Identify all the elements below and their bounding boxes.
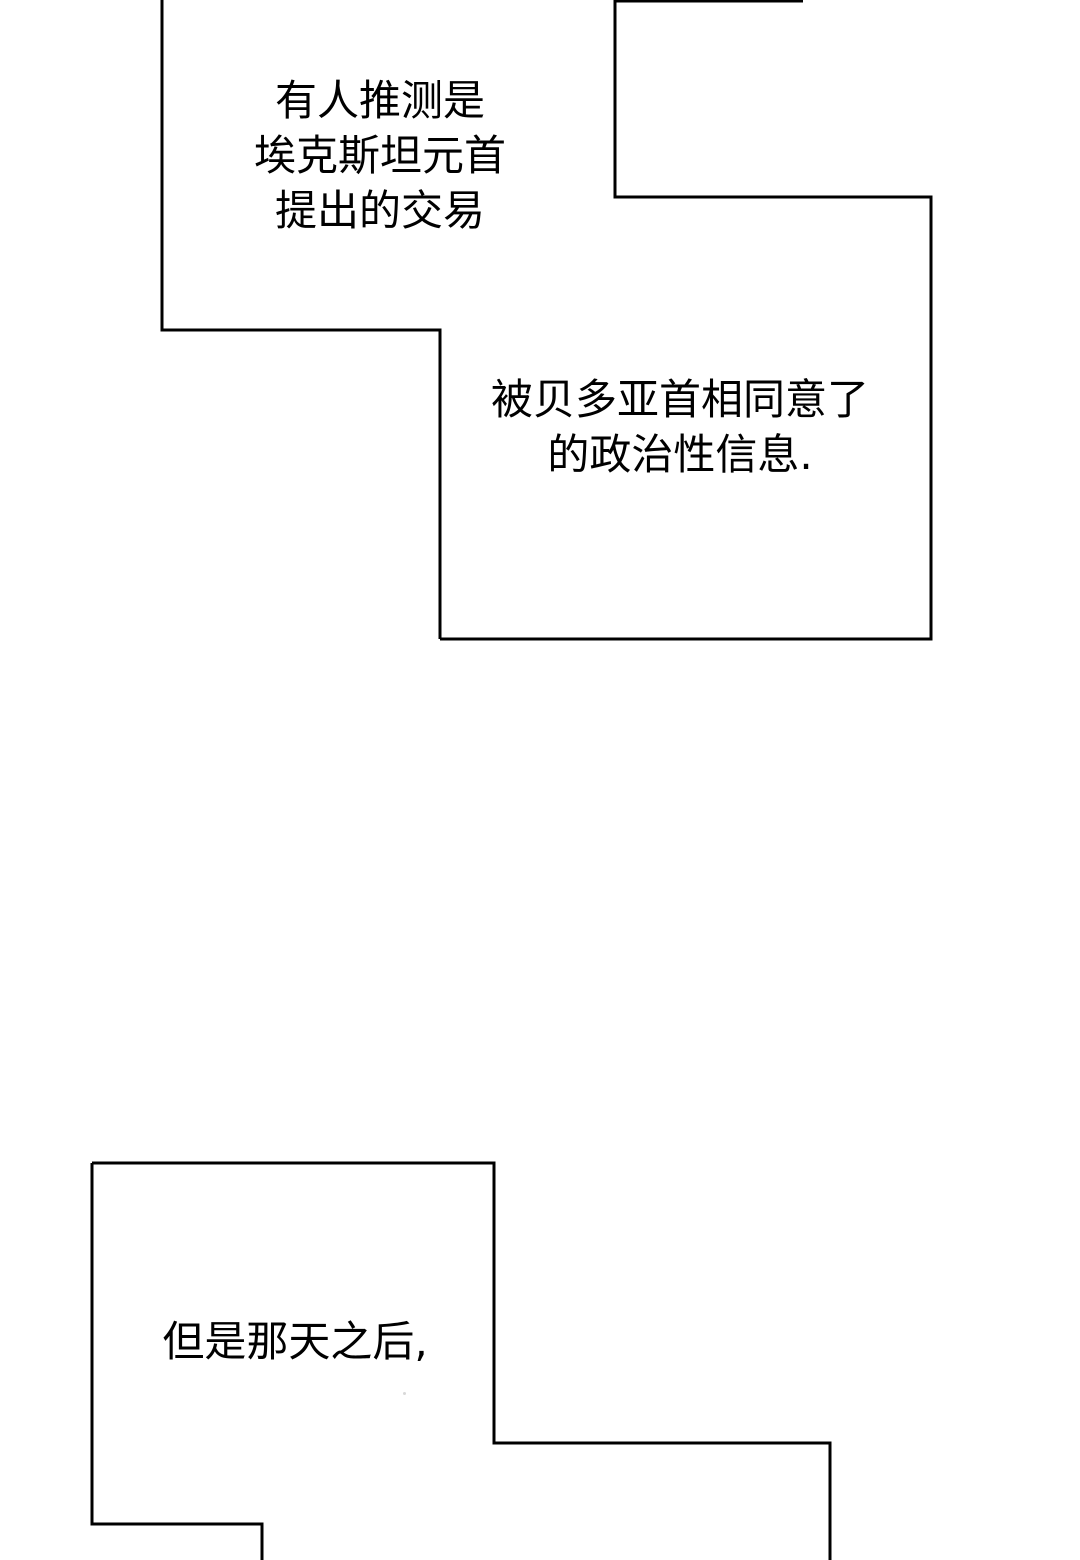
caption-line: 埃克斯坦元首 bbox=[253, 131, 506, 180]
caption-line: 但是那天之后, bbox=[162, 1317, 428, 1366]
caption-line: 提出的交易 bbox=[274, 186, 485, 235]
caption-speculation: 有人推测是 埃克斯坦元首 提出的交易 bbox=[230, 73, 530, 238]
ink-speck bbox=[403, 1392, 406, 1395]
panel-frame-bottom bbox=[92, 1161, 832, 1560]
panel-frame-top-right bbox=[440, 0, 933, 641]
panel-frame-bottom-left bbox=[90, 1163, 264, 1560]
caption-line: 被贝多亚首相同意了 bbox=[490, 375, 869, 424]
caption-line: 有人推测是 bbox=[274, 76, 485, 125]
caption-political-info: 被贝多亚首相同意了 的政治性信息. bbox=[460, 372, 900, 482]
panel-frame-top-left bbox=[160, 0, 442, 639]
caption-line: 的政治性信息. bbox=[547, 430, 813, 479]
caption-after-that-day: 但是那天之后, bbox=[130, 1314, 460, 1369]
